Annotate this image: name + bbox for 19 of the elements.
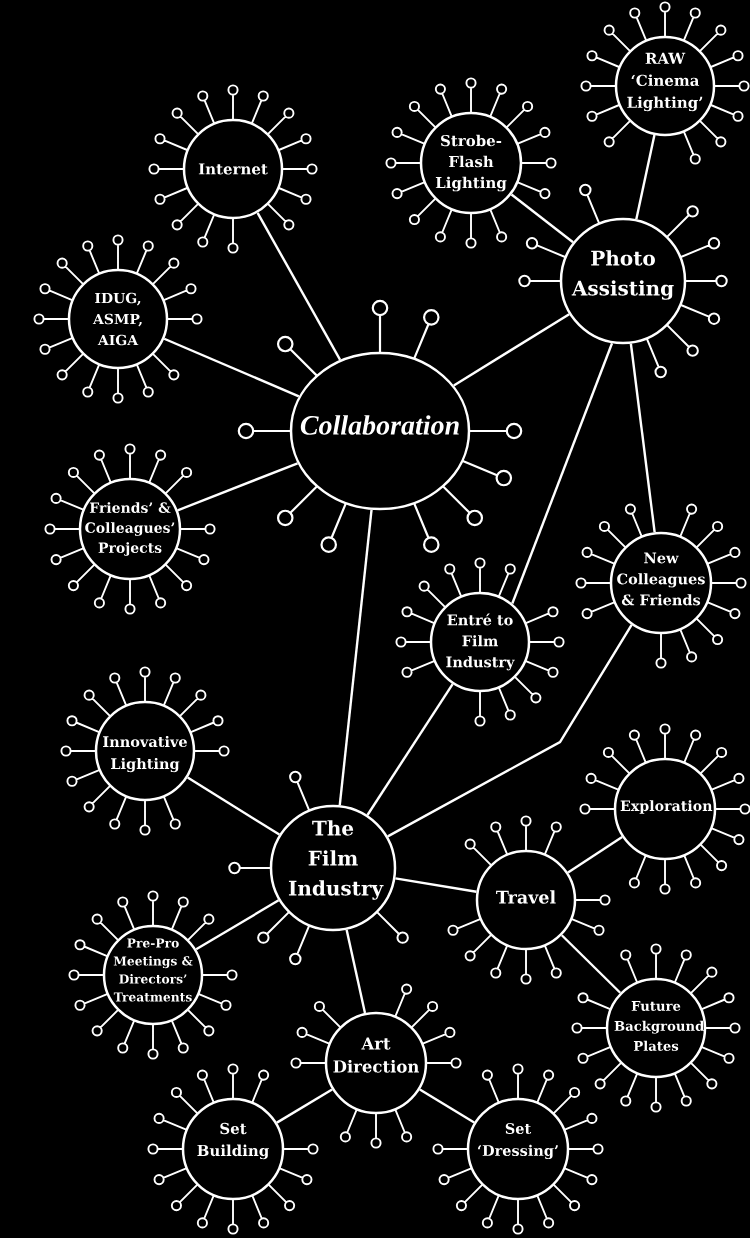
connector-line bbox=[338, 509, 373, 806]
connector-line bbox=[256, 212, 342, 361]
connector-line bbox=[276, 1088, 333, 1124]
connector-line bbox=[419, 1088, 475, 1124]
connector-line bbox=[511, 342, 614, 604]
connector-line bbox=[195, 899, 280, 951]
connector-line bbox=[453, 313, 570, 387]
connector-line bbox=[560, 934, 622, 994]
connector-line bbox=[177, 462, 299, 512]
connector-line bbox=[510, 193, 574, 244]
connector-line bbox=[395, 877, 477, 893]
connector-line bbox=[629, 343, 656, 533]
connector-line bbox=[567, 836, 623, 874]
connector-line bbox=[635, 134, 656, 220]
connector-line bbox=[345, 929, 367, 1014]
connector-line bbox=[387, 624, 633, 838]
connector-line bbox=[163, 337, 300, 398]
connector-line bbox=[366, 683, 454, 816]
connector-line bbox=[187, 776, 280, 836]
